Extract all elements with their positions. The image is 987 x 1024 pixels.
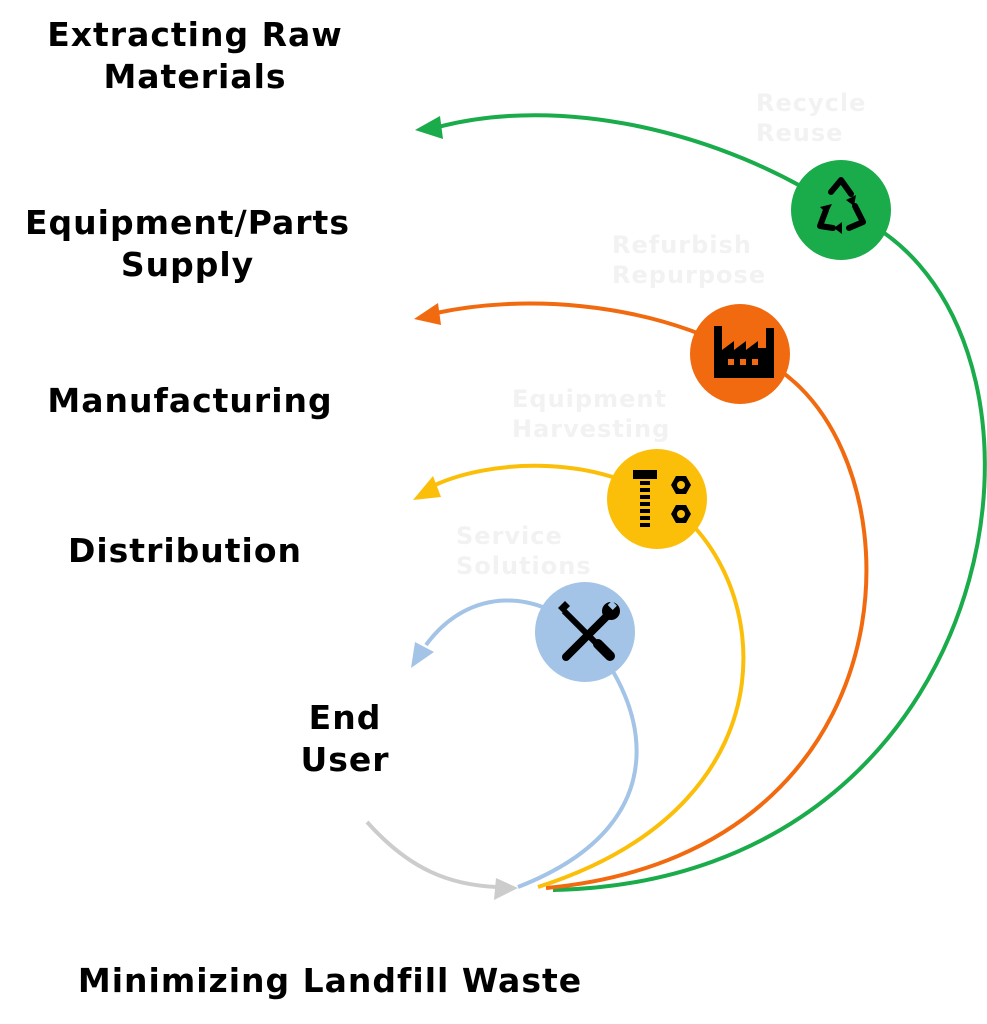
stage-extracting-raw-materials: Extracting Raw Materials — [47, 15, 343, 96]
footer-minimizing-landfill-waste: Minimizing Landfill Waste — [77, 961, 583, 1000]
service-node — [535, 582, 635, 682]
wrench-screwdriver-icon — [558, 600, 620, 661]
loop-label-recycle-reuse: Recycle Reuse — [756, 89, 867, 147]
recycle-node — [791, 160, 891, 260]
stage-end-user: End User — [300, 698, 390, 779]
stage-equipment-parts-supply: Equipment/Parts Supply — [25, 203, 350, 284]
recycle-arrowhead — [415, 116, 443, 139]
landfill-arrow-arc — [365, 820, 498, 889]
service-arrowhead — [411, 642, 434, 668]
recycle-icon — [817, 177, 866, 234]
factory-icon — [714, 326, 774, 378]
refurbish-node — [690, 304, 790, 404]
refurbish-arrowhead — [414, 303, 441, 325]
harvesting-arrowhead — [413, 476, 441, 500]
loop-label-equipment-harvesting: Equipment Harvesting — [512, 385, 671, 443]
loop-label-refurbish-repurpose: Refurbish Repurpose — [612, 231, 767, 289]
stage-distribution: Distribution — [67, 531, 303, 570]
recycle-loop-arc — [437, 113, 987, 892]
harvesting-node — [607, 449, 707, 549]
landfill-arrowhead — [494, 878, 518, 900]
stage-manufacturing: Manufacturing — [47, 381, 333, 420]
refurbish-loop-arc — [435, 301, 869, 890]
loop-label-service-solutions: Service Solutions — [456, 522, 592, 580]
bolt-nut-icon — [633, 470, 691, 527]
harvesting-loop-arc — [434, 463, 746, 889]
